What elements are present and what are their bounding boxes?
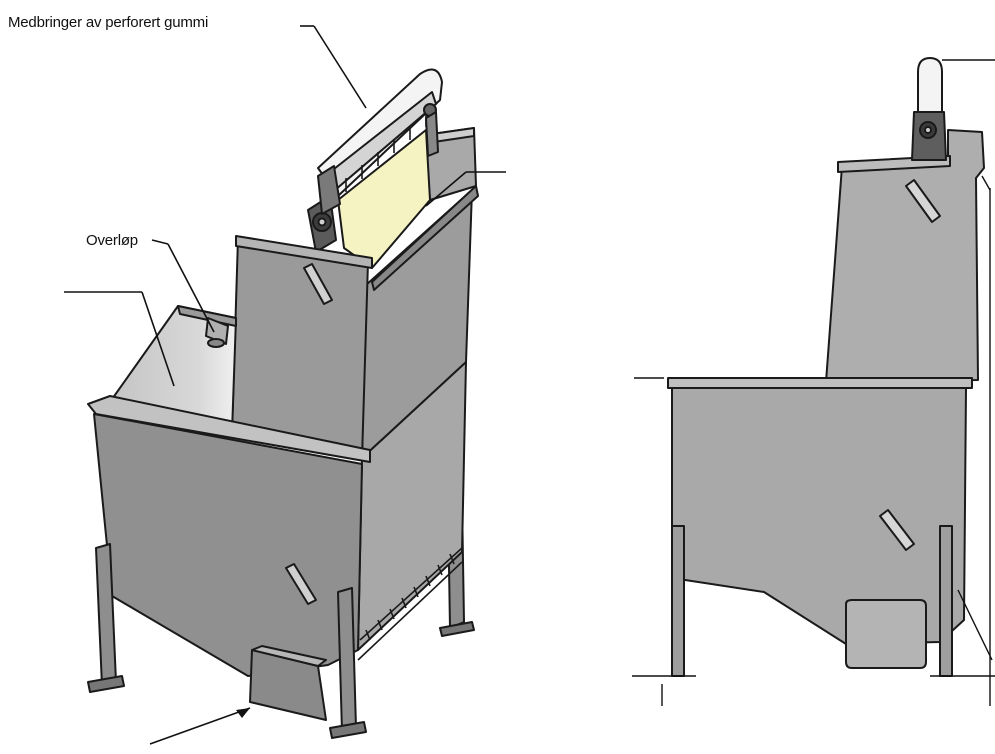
- side-sprocket: [917, 57, 943, 113]
- side-lower-mark: [879, 509, 915, 551]
- side-view: [667, 57, 985, 677]
- isometric-view: [87, 68, 479, 739]
- front-mark: [285, 563, 317, 605]
- side-leg-left: [671, 525, 685, 677]
- side-outlet: [845, 599, 927, 669]
- label-overlop: Overløp: [86, 232, 138, 249]
- leader-lines-left: [64, 25, 506, 745]
- side-upper-mark: [905, 179, 941, 223]
- label-medbringer: Medbringer av perforert gummi: [8, 14, 209, 31]
- bottom-slats: [357, 547, 463, 661]
- rubber-belt: [337, 129, 431, 269]
- outlet-arrow: [236, 708, 250, 718]
- dimension-lines-right: [632, 59, 995, 706]
- overflow-nozzle: [205, 317, 229, 345]
- leg-front-right: [337, 587, 357, 733]
- divider-mark: [303, 263, 333, 305]
